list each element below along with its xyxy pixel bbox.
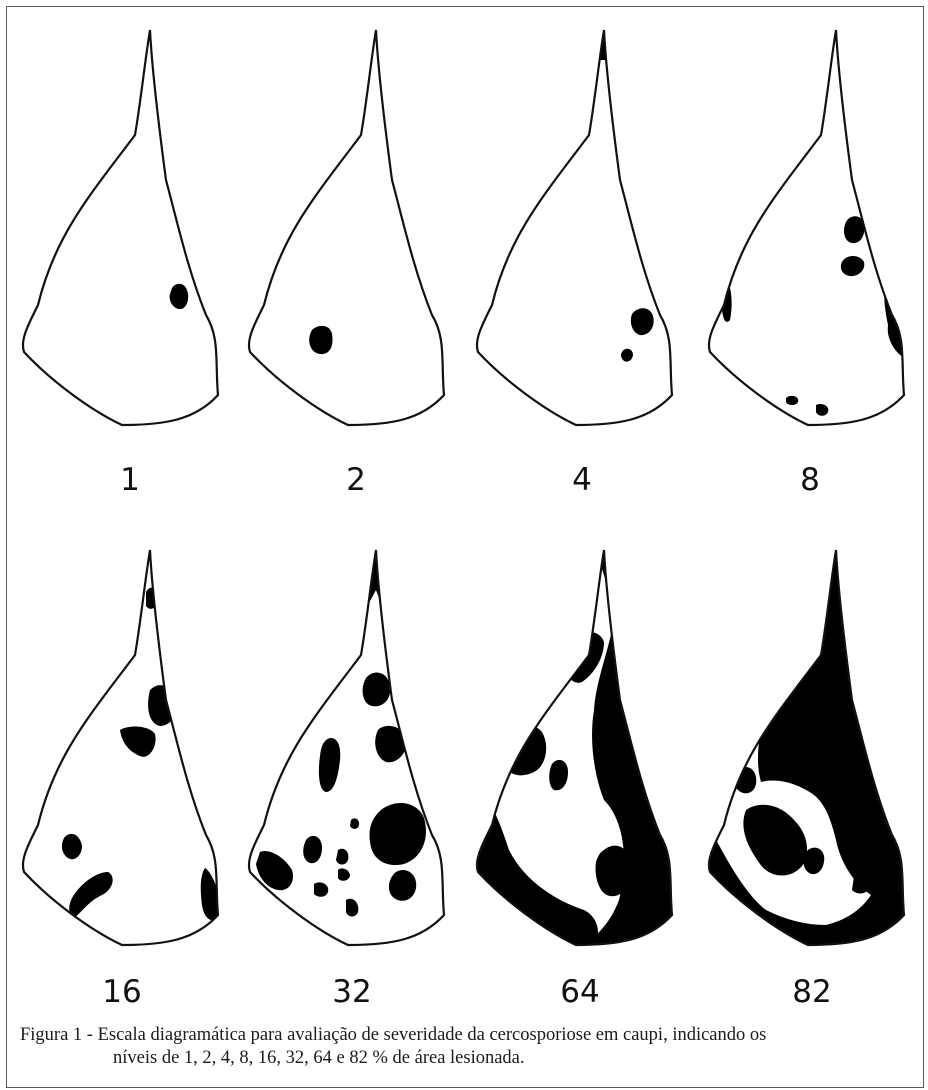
figure-caption: Figura 1 - Escala diagramática para aval… [20, 1024, 910, 1070]
leaf-level-8 [709, 30, 909, 425]
leaf-level-64 [464, 540, 684, 960]
caption-line-2: níveis de 1, 2, 4, 8, 16, 32, 64 e 82 % … [20, 1047, 910, 1070]
level-label: 16 [102, 974, 141, 1010]
leaf-level-82 [706, 530, 916, 960]
leaf-level-16 [23, 550, 220, 945]
lesion [852, 874, 870, 894]
lesion [808, 74, 824, 106]
level-label: 4 [572, 462, 592, 498]
level-label: 32 [332, 974, 371, 1010]
leaf-level-1 [23, 30, 218, 425]
caption-line-1: Figura 1 - Escala diagramática para aval… [20, 1024, 910, 1047]
level-label: 1 [120, 462, 140, 498]
lesion [350, 818, 359, 829]
lesion [146, 588, 158, 609]
level-label: 82 [792, 974, 831, 1010]
lesion [101, 636, 119, 659]
lesion [309, 326, 332, 354]
lesion [792, 146, 798, 154]
lesion [363, 672, 391, 706]
level-label: 8 [800, 462, 820, 498]
leaf-level-32 [249, 540, 444, 945]
level-label: 2 [346, 462, 366, 498]
lesion [408, 150, 421, 181]
lesion [786, 396, 798, 405]
level-label: 64 [560, 974, 599, 1010]
leaf-level-2 [249, 30, 444, 425]
leaf-level-4 [477, 25, 672, 425]
